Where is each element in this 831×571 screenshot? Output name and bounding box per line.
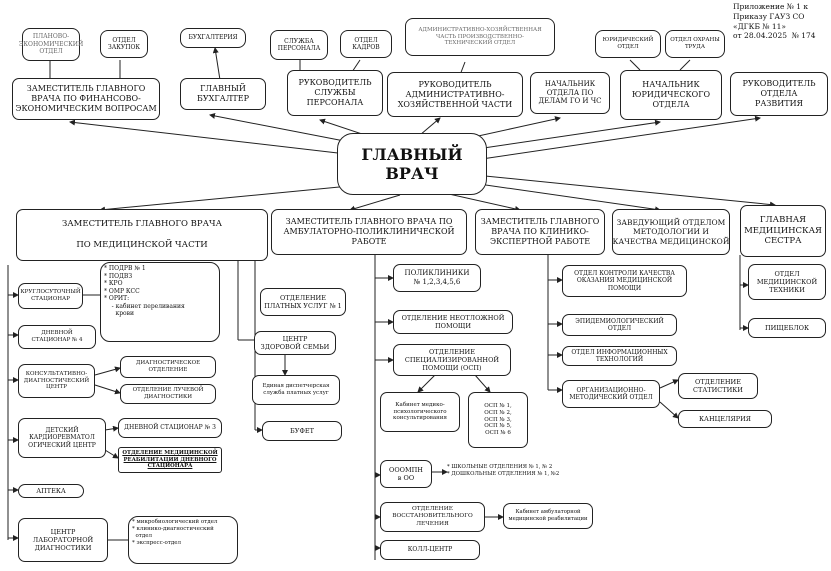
recovery-treatment-dept: ОТДЕЛЕНИЕ ВОССТАНОВИТЕЛЬНОГО ЛЕЧЕНИЯ [380,502,485,532]
labor-safety-dept: ОТДЕЛ ОХРАНЫ ТРУДА [665,30,725,58]
order-line-4: от 28.04.2025 № 174 [733,31,816,41]
hr-head: РУКОВОДИТЕЛЬ СЛУЖБЫ ПЕРСОНАЛА [287,70,383,116]
procurement-dept: ОТДЕЛ ЗАКУПОК [100,30,148,58]
lab-units-list: * микробиологический отдел * клинико-диа… [128,516,238,564]
amb-rehab-office: Кабинет амбулаторной медицинской реабили… [503,503,593,529]
paid-services-dept: ОТДЕЛЕНИЕ ПЛАТНЫХ УСЛУГ № 1 [260,288,346,316]
deputy-finance: ЗАМЕСТИТЕЛЬ ГЛАВНОГО ВРАЧА ПО ФИНАНСОВО-… [12,78,160,120]
legal-dept: ЮРИДИЧЕСКИЙ ОТДЕЛ [595,30,661,58]
plan-economic-dept: ПЛАНОВО- ЭКОНОМИЧЕСКИЙ ОТДЕЛ [19,28,83,61]
head-nurse: ГЛАВНАЯ МЕДИЦИНСКАЯ СЕСТРА [740,205,826,257]
school-units-list: * ШКОЛЬНЫЕ ОТДЕЛЕНИЯ № 1, № 2 * ДОШКОЛЬН… [447,464,560,477]
specialized-care-dept: ОТДЕЛЕНИЕ СПЕЦИАЛИЗИРОВАННОЙ ПОМОЩИ (ОСП… [393,344,511,376]
medical-equipment-dept: ОТДЕЛ МЕДИЦИНСКОЙ ТЕХНИКИ [748,264,826,300]
order-line-2: Приказу ГАУЗ СО [733,11,805,21]
day-hospital-4: ДНЕВНОЙ СТАЦИОНАР № 4 [18,325,96,349]
deputy-clinical-expert: ЗАМЕСТИТЕЛЬ ГЛАВНОГО ВРАЧА ПО КЛИНИКО- Э… [475,209,605,255]
chief-accountant: ГЛАВНЫЙ БУХГАЛТЕР [180,78,266,110]
paid-dispatch-service: Единая диспетчерская служба платных услу… [252,375,340,405]
deputy-ambulatory: ЗАМЕСТИТЕЛЬ ГЛАВНОГО ВРАЧА ПО АМБУЛАТОРН… [271,209,467,255]
org-method-dept: ОРГАНИЗАЦИОННО- МЕТОДИЧЕСКИЙ ОТДЕЛ [562,380,660,408]
deputy-medical: ЗАМЕСТИТЕЛЬ ГЛАВНОГО ВРАЧА ПО МЕДИЦИНСКО… [16,209,268,261]
head-methodology: ЗАВЕДУЮЩИЙ ОТДЕЛОМ МЕТОДОЛОГИИ И КАЧЕСТВ… [612,209,730,255]
lab-diagnostics-center: ЦЕНТР ЛАБОРАТОРНОЙ ДИАГНОСТИКИ [18,518,108,562]
it-dept: ОТДЕЛ ИНФОРМАЦИОННЫХ ТЕХНОЛОГИЙ [562,346,677,366]
civil-defense-head: НАЧАЛЬНИК ОТДЕЛА ПО ДЕЛАМ ГО И ЧС [530,72,610,114]
development-head: РУКОВОДИТЕЛЬ ОТДЕЛА РАЗВИТИЯ [730,72,828,116]
day-hospital-3: ДНЕВНОЙ СТАЦИОНАР № 3 [118,418,222,438]
order-line-1: Приложение № 1 к [733,2,809,11]
chief-line-2: ВРАЧ [385,164,439,183]
admin-head: РУКОВОДИТЕЛЬ АДМИНИСТРАТИВНО- ХОЗЯЙСТВЕН… [387,72,523,117]
accounting-dept: БУХГАЛТЕРИЯ [180,28,246,48]
healthy-family-center: ЦЕНТР ЗДОРОВОЙ СЕМЬИ [254,331,336,355]
cardio-rheum-center: ДЕТСКИЙ КАРДИОРЕВМАТОЛ ОГИЧЕСКИЙ ЦЕНТР [18,418,106,458]
admin-production-dept: АДМИНИСТРАТИВНО-ХОЗЯЙСТВЕННАЯ ЧАСТЬ ПРОИ… [405,18,555,56]
chief-line-1: ГЛАВНЫЙ [361,144,463,164]
round-clock-units-list: * ПОДРВ № 1 * ПОДВЗ * КРО * ОМР КСС * ОР… [100,262,220,342]
catering-unit: ПИЩЕБЛОК [748,318,826,338]
polyclinics: ПОЛИКЛИНИКИ № 1,2,3,4,5,6 [393,264,481,292]
pharmacy: АПТЕКА [18,484,84,498]
hr-service: СЛУЖБА ПЕРСОНАЛА [270,30,328,60]
chief-doctor: ГЛАВНЫЙ ВРАЧ [337,133,487,195]
diagnostic-dept: ДИАГНОСТИЧЕСКОЕ ОТДЕЛЕНИЕ [120,356,216,378]
urgent-care-dept: ОТДЕЛЕНИЕ НЕОТЛОЖНОЙ ПОМОЩИ [393,310,513,334]
buffet: БУФЕТ [262,421,342,441]
legal-head: НАЧАЛЬНИК ЮРИДИЧЕСКОГО ОТДЕЛА [620,70,722,120]
statistics-dept: ОТДЕЛЕНИЕ СТАТИСТИКИ [678,373,758,399]
hr-dept: ОТДЕЛ КАДРОВ [340,30,392,58]
order-line-3: «ДГКБ № 11» [733,21,786,31]
quality-control-dept: ОТДЕЛ КОНТРОЛИ КАЧЕСТВА ОКАЗАНИЯ МЕДИЦИН… [562,265,687,297]
round-clock-hospital: КРУГЛОСУТОЧНЫЙ СТАЦИОНАР [18,283,83,309]
chancellery: КАНЦЕЛЯРИЯ [678,410,772,428]
psychology-office: Кабинет медико- психологического консуль… [380,392,460,432]
radiology-dept: ОТДЕЛЕНИЕ ЛУЧЕВОЙ ДИАГНОСТИКИ [120,384,216,404]
consult-diagnostic-center: КОНСУЛЬТАТИВНО- ДИАГНОСТИЧЕСКИЙ ЦЕНТР [18,364,95,398]
ooompn-dept: ОООМПН в ОО [380,460,432,488]
osp-units-list: ОСП № 1, ОСП № 2, ОСП № 3, ОСП № 5, ОСП … [468,392,528,448]
epidemiology-dept: ЭПИДЕМИОЛОГИЧЕСКИЙ ОТДЕЛ [562,314,677,336]
rehab-day-dept: ОТДЕЛЕНИЕ МЕДИЦИНСКОЙ РЕАБИЛИТАЦИИ ДНЕВН… [118,447,222,473]
call-center: КОЛЛ-ЦЕНТР [380,540,480,560]
